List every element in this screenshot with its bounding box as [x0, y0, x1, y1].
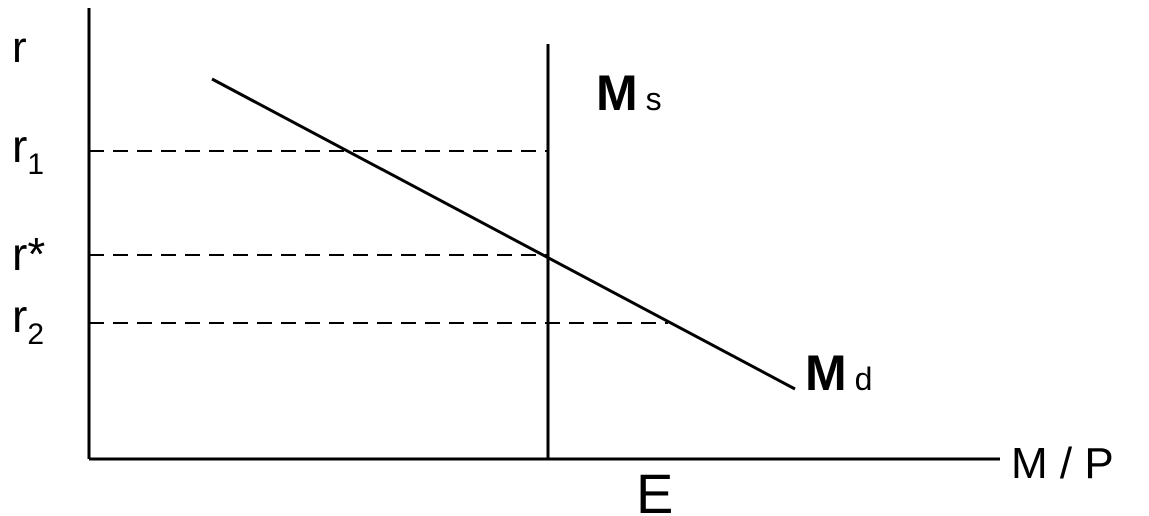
r2-label: r2 [12, 290, 44, 351]
r1-label: r1 [12, 120, 44, 181]
y-axis-label: r [12, 23, 27, 72]
equilibrium-label: E [636, 462, 673, 516]
rstar-label: r* [12, 228, 45, 280]
money-demand-curve [211, 77, 796, 391]
x-axis-label: M / P [1011, 439, 1114, 488]
